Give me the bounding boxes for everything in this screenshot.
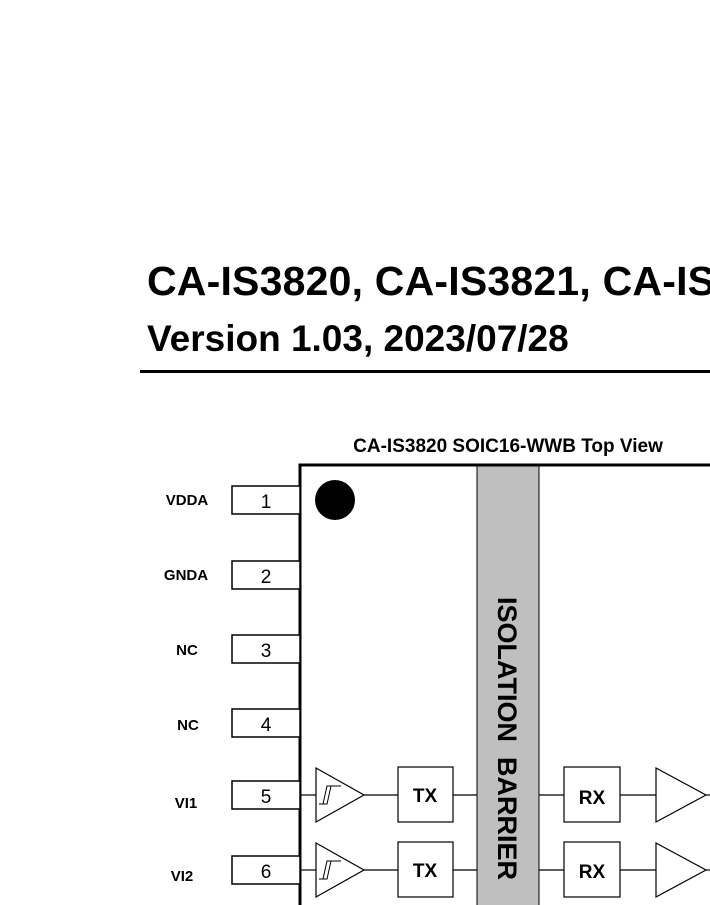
pin-number: 5 (261, 787, 272, 808)
schmitt-buffer-icon (315, 766, 366, 824)
pin-number: 3 (261, 641, 272, 662)
isolation-barrier (476, 465, 540, 905)
pin-6: VI2 6 (171, 855, 301, 885)
pin-5: VI1 5 (175, 780, 301, 812)
pin-3: NC 3 (176, 634, 301, 664)
pin-number: 6 (261, 862, 272, 883)
output-buffer-icon (655, 766, 708, 824)
channel-2 (300, 841, 710, 899)
pin-2: GNDA 2 (164, 560, 301, 590)
document-title: CA-IS3820, CA-IS3821, CA-IS3 (147, 258, 710, 304)
hysteresis-icon (319, 785, 341, 805)
rx-block (563, 766, 621, 823)
pin-1: VDDA 1 (166, 485, 301, 515)
pin-name: NC (177, 717, 199, 734)
pin-box (231, 634, 301, 664)
title-divider (140, 370, 710, 373)
pin-number: 4 (261, 715, 272, 736)
pin-name: VDDA (166, 492, 209, 509)
rx-block (563, 841, 621, 898)
pin-name: VI2 (171, 868, 194, 885)
hysteresis-icon (319, 860, 341, 880)
pin-number: 1 (261, 492, 272, 513)
diagram-heading: CA-IS3820 SOIC16-WWB Top View (353, 436, 663, 457)
tx-label: TX (413, 786, 438, 807)
pin-name: VI1 (175, 795, 198, 812)
pin-box (231, 708, 301, 738)
schmitt-buffer-icon (315, 841, 366, 899)
pin-number: 2 (261, 567, 272, 588)
rx-label: RX (579, 788, 606, 809)
rx-label: RX (579, 862, 606, 883)
pin-box (231, 560, 301, 590)
pin-box (231, 485, 301, 515)
pin-name: GNDA (164, 567, 208, 584)
document-version: Version 1.03, 2023/07/28 (147, 318, 569, 359)
channel-1 (300, 766, 710, 824)
pin-4: NC 4 (177, 708, 301, 738)
pin-name: NC (176, 642, 198, 659)
output-buffer-icon (655, 841, 708, 899)
barrier-label: ISOLATION BARRIER (492, 597, 522, 880)
pin-box (231, 855, 301, 885)
tx-label: TX (413, 861, 438, 882)
pin1-indicator-dot (315, 480, 355, 520)
